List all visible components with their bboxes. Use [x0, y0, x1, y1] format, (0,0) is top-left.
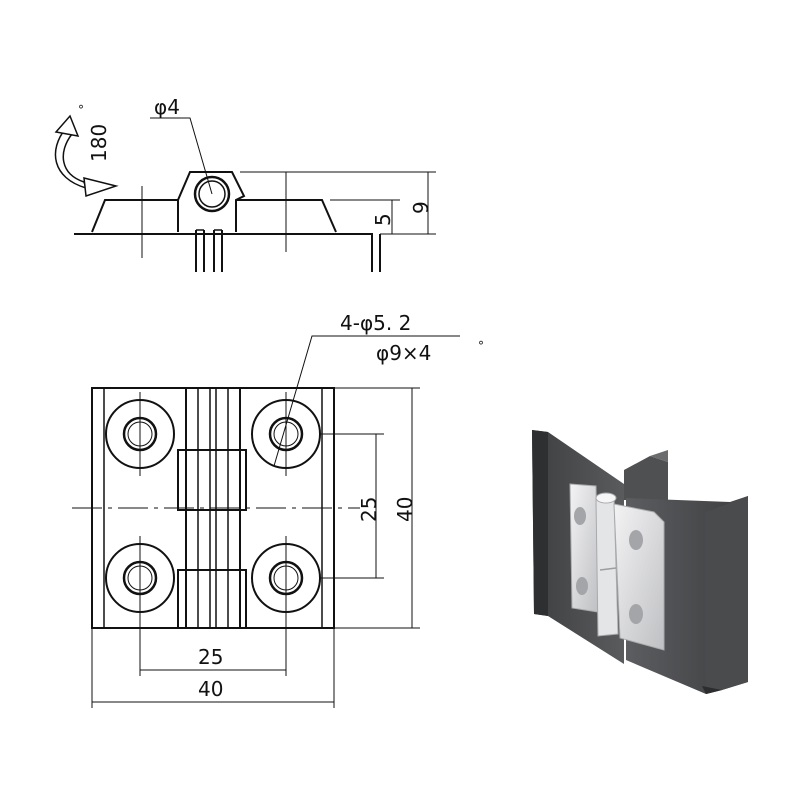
hinge-knuckle-split — [599, 567, 617, 571]
photo-hole-4 — [629, 604, 643, 624]
knuckle-bottom — [177, 569, 247, 629]
rotation-arrow-icon — [54, 114, 119, 198]
pin-leader — [150, 117, 213, 195]
dim-horizontal-40-lines — [91, 628, 335, 708]
height-5-label: 5 — [371, 213, 395, 226]
hole-centre-lines — [139, 392, 287, 676]
rotation-unit-label: ° — [78, 103, 84, 117]
rotation-angle-label: 180 — [87, 124, 111, 162]
overall-width-label: 40 — [198, 677, 223, 701]
right-leaf-profile — [236, 199, 337, 233]
right-panel-flange — [706, 496, 748, 694]
height-9-label: 9 — [409, 201, 433, 214]
knuckle-top — [185, 387, 241, 451]
photo-hole-2 — [576, 577, 588, 595]
hole-pitch-horizontal-label: 25 — [198, 645, 223, 669]
centre-lines — [141, 172, 287, 258]
hinge-pin-top — [595, 492, 617, 504]
dimension-lines — [391, 172, 429, 234]
hole-spec-leader — [273, 335, 460, 467]
photo-hole-3 — [629, 530, 643, 550]
back-profile-top — [650, 450, 668, 462]
right-panel-foot — [702, 686, 722, 694]
pin-circle-inner — [198, 180, 226, 208]
pin-circle-outer — [193, 175, 231, 213]
extension-lines — [240, 171, 436, 235]
hinge-photo — [532, 430, 748, 694]
photo-hole-1 — [574, 507, 586, 525]
base-plate — [74, 233, 373, 272]
left-leaf-profile — [91, 199, 179, 233]
pin-diameter-label: φ4 — [154, 95, 180, 119]
hole-pitch-vertical-label: 25 — [357, 497, 381, 522]
knuckle-lower-mid — [185, 509, 241, 571]
hole-spec-line1: 4-φ5. 2 — [340, 311, 411, 335]
side-view: φ4 5 9 180 ° — [54, 95, 436, 272]
dim-vertical-25-lines — [320, 433, 384, 579]
hinge-right-leaf — [613, 503, 665, 651]
knuckle-upper-mid — [177, 449, 247, 511]
dim-vertical-40-lines — [334, 387, 420, 629]
left-panel-edge — [532, 430, 548, 616]
overall-height-label: 40 — [393, 497, 417, 522]
profile-legs — [195, 230, 223, 272]
hole-spec-line2: φ9×4 — [376, 341, 431, 365]
knuckle-outline — [177, 171, 246, 232]
plan-view: 25 40 25 40 4-φ5. 2 φ9×4 ° — [72, 311, 484, 708]
hole-spec-unit: ° — [478, 339, 484, 353]
back-profile — [624, 456, 668, 500]
